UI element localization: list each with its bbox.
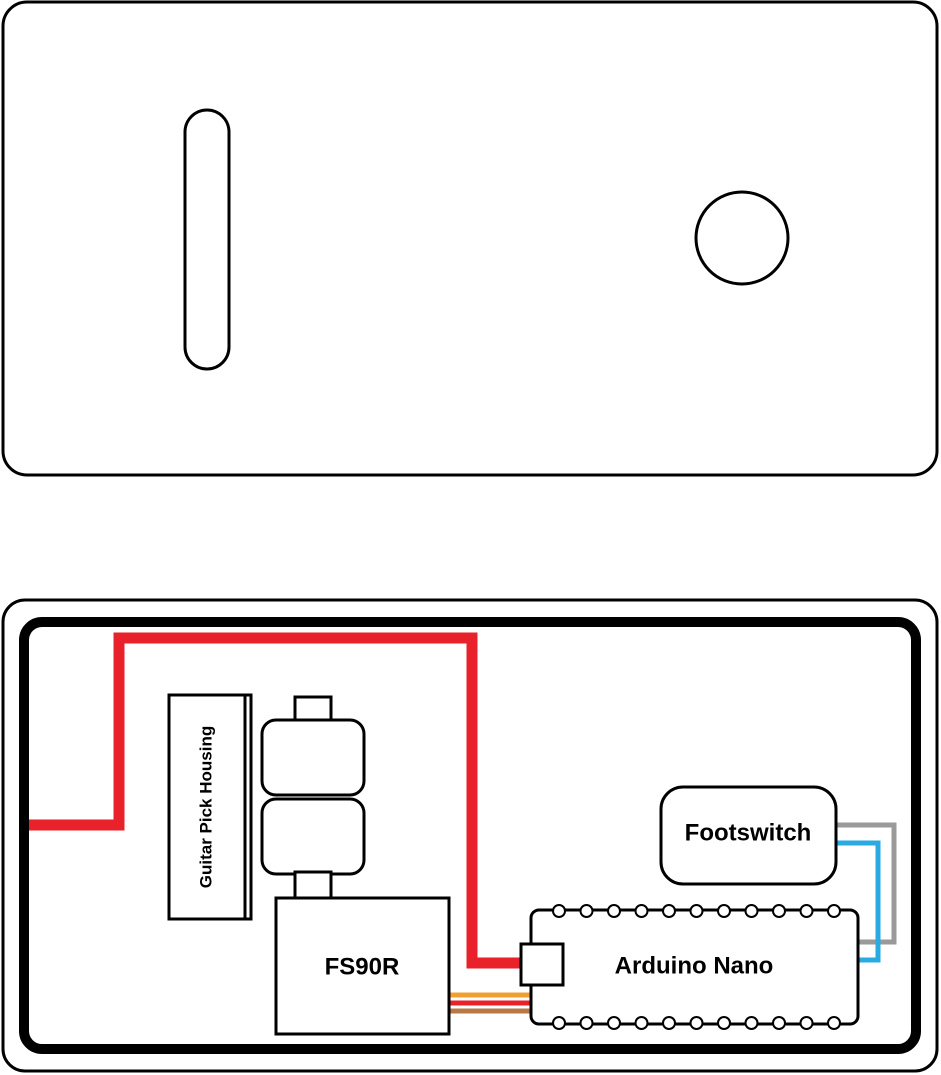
servo-body bbox=[274, 896, 451, 1036]
arduino-pin-hole bbox=[607, 904, 621, 918]
lid-outline bbox=[1, 0, 939, 477]
arduino-pin-hole bbox=[689, 1016, 704, 1030]
arduino-pin-hole bbox=[662, 1016, 676, 1030]
footswitch-wires bbox=[836, 822, 897, 963]
lid-panel bbox=[1, 0, 939, 477]
arduino-pin-hole bbox=[799, 904, 814, 918]
arduino-pin-hole bbox=[634, 904, 649, 918]
arduino-pin-hole bbox=[827, 904, 841, 918]
servo-gear-lower bbox=[260, 797, 366, 876]
servo-wires bbox=[450, 992, 531, 1014]
arduino-pin-hole bbox=[662, 904, 676, 918]
footswitch: Footswitch bbox=[659, 785, 838, 886]
arduino-nano-label: Arduino Nano bbox=[615, 952, 774, 979]
arduino-pin-hole bbox=[827, 1016, 841, 1030]
arduino-pin-hole bbox=[634, 1016, 649, 1030]
arduino-pin-hole bbox=[744, 904, 759, 918]
fs90r-label: FS90R bbox=[325, 953, 400, 980]
arduino-nano: Arduino Nano bbox=[519, 904, 860, 1030]
fs90r-servo: FS90R bbox=[260, 695, 451, 1036]
arduino-pin-hole bbox=[579, 904, 594, 918]
arduino-pin-hole bbox=[552, 904, 566, 918]
arduino-pin-hole bbox=[717, 1016, 731, 1030]
arduino-pin-hole bbox=[799, 1016, 814, 1030]
arduino-pin-hole bbox=[579, 1016, 594, 1030]
arduino-pin-hole bbox=[689, 904, 704, 918]
usb-connector bbox=[519, 942, 565, 987]
arduino-pin-hole bbox=[717, 904, 731, 918]
servo-bottom-tab bbox=[293, 870, 333, 901]
power-wire bbox=[29, 632, 521, 969]
arduino-pin-hole bbox=[552, 1016, 566, 1030]
servo-top-tab bbox=[293, 695, 333, 724]
arduino-pin-hole bbox=[607, 1016, 621, 1030]
arduino-pin-hole bbox=[772, 1016, 786, 1030]
guitar-pick-housing: Guitar Pick Housing bbox=[167, 693, 253, 921]
footswitch-label: Footswitch bbox=[685, 819, 812, 846]
arduino-pin-header bbox=[552, 904, 841, 1030]
lid-slot-cutout bbox=[183, 108, 231, 371]
servo-gear-upper bbox=[260, 718, 366, 797]
footswitch-body bbox=[659, 785, 838, 886]
arduino-pin-hole bbox=[744, 1016, 759, 1030]
base-inner-wall bbox=[19, 617, 921, 1054]
arduino-pin-hole bbox=[772, 904, 786, 918]
lid-footswitch-hole bbox=[694, 190, 790, 286]
guitar-pick-housing-label: Guitar Pick Housing bbox=[196, 726, 215, 888]
